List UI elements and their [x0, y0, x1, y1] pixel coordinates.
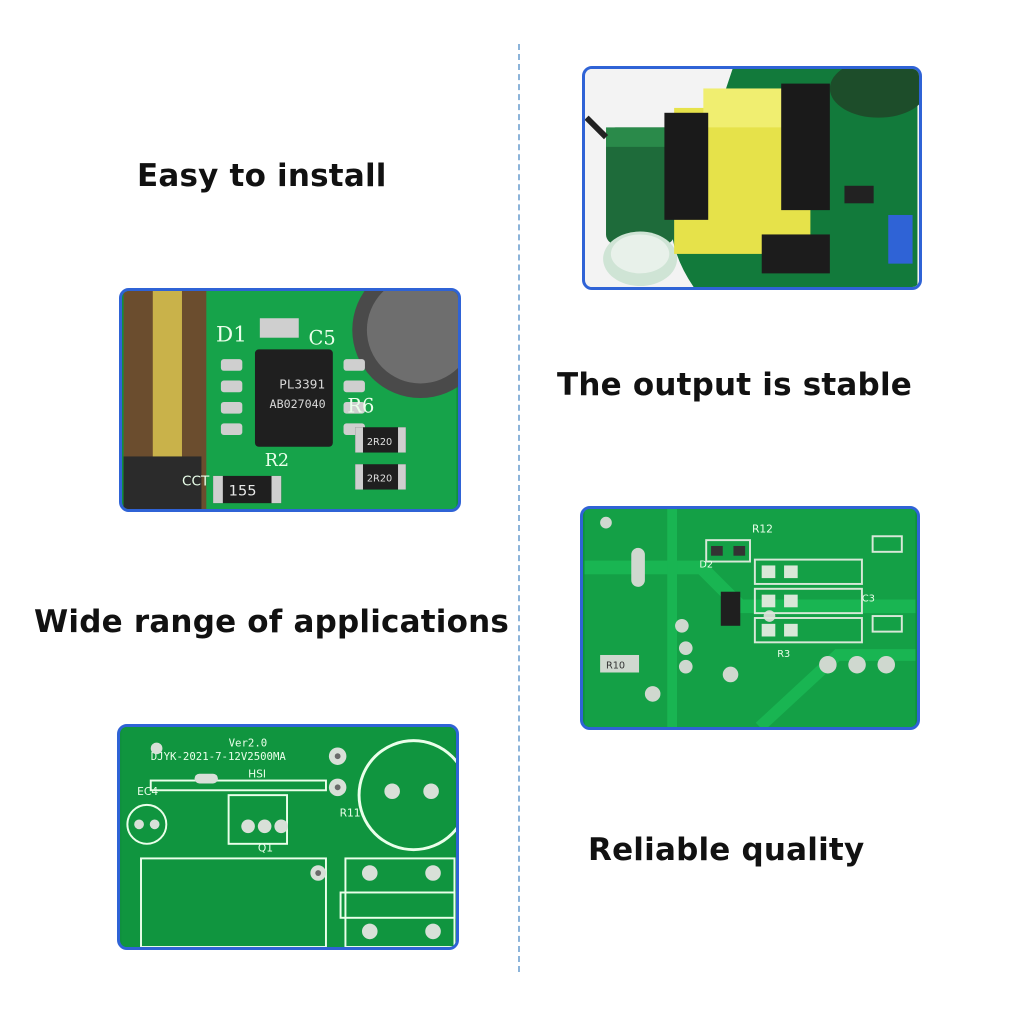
- transformer-illustration: [585, 69, 919, 287]
- transformer-photo: [582, 66, 922, 290]
- silk-d1: D1: [216, 323, 247, 348]
- chip-label-bottom: AB027040: [270, 397, 326, 411]
- silk-r10: R10: [606, 661, 625, 672]
- silk-r3: R3: [777, 649, 790, 660]
- pcb-smd-illustration: R10 R12 D2 C3 R3: [584, 509, 916, 727]
- caption-output-stable: The output is stable: [557, 367, 912, 403]
- res-155-label: 155: [229, 482, 257, 499]
- silk-r12: R12: [752, 522, 773, 535]
- silk-c3: C3: [862, 593, 875, 604]
- silk-d2: D2: [699, 559, 713, 570]
- silk-ec4: EC4: [137, 785, 158, 798]
- center-divider: [518, 44, 520, 972]
- silk-r11: R11: [340, 807, 361, 820]
- ic-chip-photo: PL3391 AB027040 D1 C5 R6 R2 CCT 155 2R20…: [119, 288, 461, 512]
- caption-reliable-quality: Reliable quality: [588, 832, 865, 868]
- caption-easy-to-install: Easy to install: [137, 158, 387, 194]
- caption-wide-range: Wide range of applications: [34, 604, 509, 640]
- silk-r6: R6: [347, 395, 374, 418]
- silk-c5: C5: [308, 327, 335, 350]
- pcb-silkscreen-illustration: Ver2.0 DJYK-2021-7-12V2500MA HSI Q1 R11 …: [121, 727, 456, 947]
- ic-chip-illustration: PL3391 AB027040 D1 C5 R6 R2 CCT 155 2R20…: [123, 291, 458, 509]
- silk-q1: Q1: [258, 842, 273, 855]
- silk-board-id: DJYK-2021-7-12V2500MA: [151, 750, 287, 763]
- pcb-silkscreen-photo: Ver2.0 DJYK-2021-7-12V2500MA HSI Q1 R11 …: [117, 724, 459, 950]
- chip-label-top: PL3391: [279, 376, 325, 391]
- res-2r20-a-label: 2R20: [367, 437, 392, 448]
- silk-hsi: HSI: [248, 768, 266, 781]
- pcb-smd-photo: R10 R12 D2 C3 R3: [580, 506, 920, 730]
- silk-version: Ver2.0: [229, 736, 268, 749]
- silk-cct: CCT: [182, 474, 210, 490]
- res-2r20-b-label: 2R20: [367, 474, 392, 485]
- silk-r2: R2: [265, 451, 289, 471]
